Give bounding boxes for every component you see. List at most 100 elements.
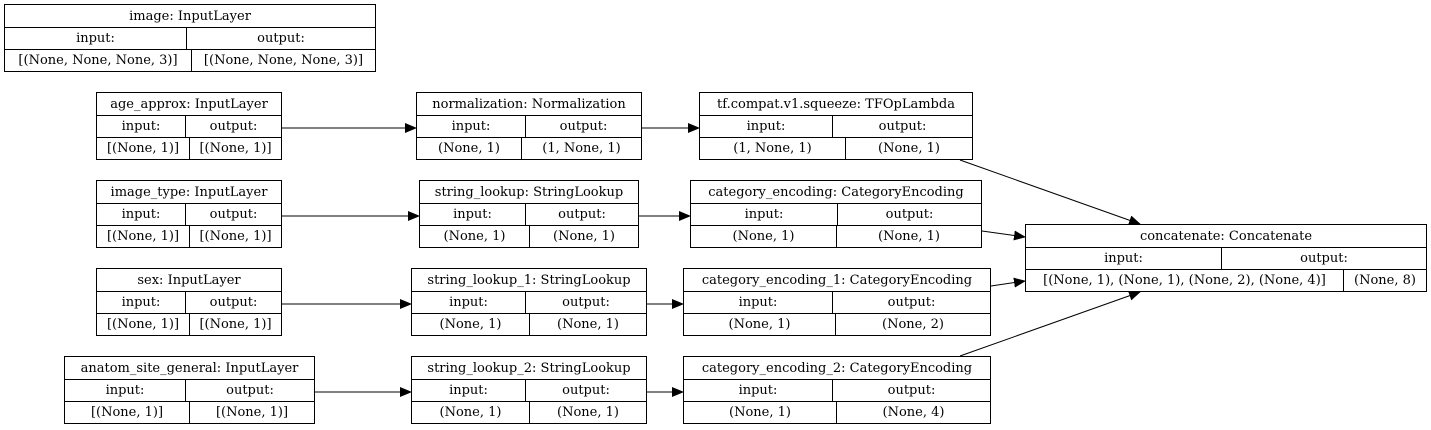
output-label: output:: [185, 380, 314, 401]
input-shape: (None, 1): [438, 141, 500, 156]
edge-catenc1-to-concat: [990, 277, 1026, 288]
output-label: output:: [832, 116, 972, 137]
layer-node-sex: sex: InputLayer input: output:[(None, 1)][…: [96, 268, 282, 336]
output-label: output:: [525, 204, 638, 225]
io-label-row: input: output:: [5, 27, 375, 49]
io-value-row: (None, 1)(None, 1): [412, 313, 646, 335]
layer-title-row: string_lookup: StringLookup: [420, 181, 638, 203]
io-value-row: [(None, 1)] [(None, 1)]: [65, 401, 314, 423]
layer-node-catenc1: category_encoding_1: CategoryEncoding inp…: [683, 268, 991, 336]
input-label: input:: [449, 383, 488, 398]
output-shape: (None, 4): [836, 402, 990, 423]
io-label-row: input: output:: [412, 291, 646, 313]
layer-title-row: category_encoding_2: CategoryEncoding: [684, 357, 990, 379]
io-value-row: (None, 1)(None, 1): [691, 225, 981, 247]
output-label: output:: [525, 292, 646, 313]
input-shape: [(None, 1)]: [106, 229, 180, 244]
layer-title: string_lookup_1: StringLookup: [427, 272, 631, 288]
io-value-row: [(None, 1)][(None, 1)]: [97, 313, 281, 335]
input-label: input:: [121, 119, 161, 134]
io-label-row: input: output:: [97, 291, 281, 313]
output-shape: (None, 1): [836, 226, 981, 247]
input-label: input:: [738, 295, 778, 310]
output-shape: (None, 1): [529, 226, 638, 247]
layer-title: string_lookup_2: StringLookup: [427, 360, 631, 376]
layer-title: sex: InputLayer: [137, 272, 241, 288]
io-value-row: (None, 1) (1, None, 1): [417, 137, 641, 159]
input-shape: (None, 1): [728, 317, 791, 332]
output-shape: (None, 2): [835, 314, 990, 335]
edge-squeeze-to-concat: [959, 159, 1141, 226]
input-label: input:: [76, 31, 115, 46]
input-shape: [(None, 1), (None, 1), (None, 2), (None,…: [1043, 273, 1326, 288]
io-value-row: [(None, 1), (None, 1), (None, 2), (None,…: [1026, 269, 1426, 291]
io-label-row: input: output:: [420, 203, 638, 225]
output-label: output:: [832, 380, 990, 401]
output-shape: (None, 8): [1343, 270, 1426, 291]
output-shape: (None, 1): [529, 314, 646, 335]
output-label: output:: [525, 380, 646, 401]
output-shape: [(None, 1)]: [189, 314, 281, 335]
input-label: input:: [449, 295, 488, 310]
layer-node-concat: concatenate: Concatenate input:output: [(N…: [1025, 224, 1427, 292]
output-shape: [(None, None, None, 3)]: [191, 50, 375, 71]
input-shape: (1, None, 1): [733, 141, 812, 156]
output-label: output:: [525, 116, 641, 137]
layer-title: tf.compat.v1.squeeze: TFOpLambda: [717, 96, 955, 112]
io-label-row: input: output:: [684, 291, 990, 313]
input-label: input:: [453, 207, 492, 222]
output-shape: (None, 1): [529, 402, 646, 423]
io-label-row: input: output:: [417, 115, 641, 137]
layer-node-lookup2: string_lookup_2: StringLookup input: outpu…: [411, 356, 647, 424]
output-shape: [(None, 1)]: [189, 138, 281, 159]
layer-node-squeeze: tf.compat.v1.squeeze: TFOpLambda input: ou…: [699, 92, 973, 160]
layer-title-row: age_approx: InputLayer: [97, 93, 281, 115]
input-shape: [(None, 1)]: [90, 405, 164, 420]
layer-title-row: normalization: Normalization: [417, 93, 641, 115]
layer-title: image: InputLayer: [129, 8, 251, 24]
io-value-row: (None, 1) (None, 4): [684, 401, 990, 423]
io-value-row: (None, 1) (None, 1): [412, 401, 646, 423]
edge-catenc-to-concat: [981, 230, 1026, 241]
layer-title-row: concatenate: Concatenate: [1026, 225, 1426, 247]
output-label: output:: [186, 28, 375, 49]
layer-title: normalization: Normalization: [432, 96, 626, 112]
io-label-row: input: output:: [65, 379, 314, 401]
output-shape: [(None, 1)]: [189, 402, 314, 423]
layer-title: concatenate: Concatenate: [1139, 228, 1313, 244]
input-label: input:: [746, 119, 786, 134]
io-label-row: input:output:: [1026, 247, 1426, 269]
input-label: input:: [744, 207, 784, 222]
input-label: input:: [738, 383, 778, 398]
io-value-row: (1, None, 1) (None, 1): [700, 137, 972, 159]
input-shape: (None, 1): [443, 229, 506, 244]
output-label: output:: [185, 292, 281, 313]
layer-node-catenc: category_encoding: CategoryEncoding input…: [690, 180, 982, 248]
output-label: output:: [832, 292, 990, 313]
input-label: input:: [121, 295, 161, 310]
output-shape: (None, 1): [845, 138, 972, 159]
input-label: input:: [451, 119, 491, 134]
input-shape: (None, 1): [439, 405, 502, 420]
input-label: input:: [105, 383, 145, 398]
output-shape: [(None, 1)]: [189, 226, 281, 247]
input-shape: [(None, None, None, 3)]: [18, 53, 178, 68]
layer-node-norm: normalization: Normalization input: output…: [416, 92, 642, 160]
layer-title-row: string_lookup_1: StringLookup: [412, 269, 646, 291]
layer-title: category_encoding_1: CategoryEncoding: [701, 272, 973, 288]
output-shape: (1, None, 1): [521, 138, 641, 159]
layer-node-lookup1: string_lookup_1: StringLookup input: outpu…: [411, 268, 647, 336]
layer-title: image_type: InputLayer: [110, 184, 268, 200]
io-label-row: input: output:: [700, 115, 972, 137]
layer-title-row: anatom_site_general: InputLayer: [65, 357, 314, 379]
edge-catenc2-to-concat: [959, 290, 1141, 357]
input-label: input:: [121, 207, 161, 222]
layer-title-row: category_encoding: CategoryEncoding: [691, 181, 981, 203]
input-shape: (None, 1): [729, 405, 791, 420]
io-value-row: [(None, 1)] [(None, 1)]: [97, 225, 281, 247]
io-label-row: input: output:: [412, 379, 646, 401]
